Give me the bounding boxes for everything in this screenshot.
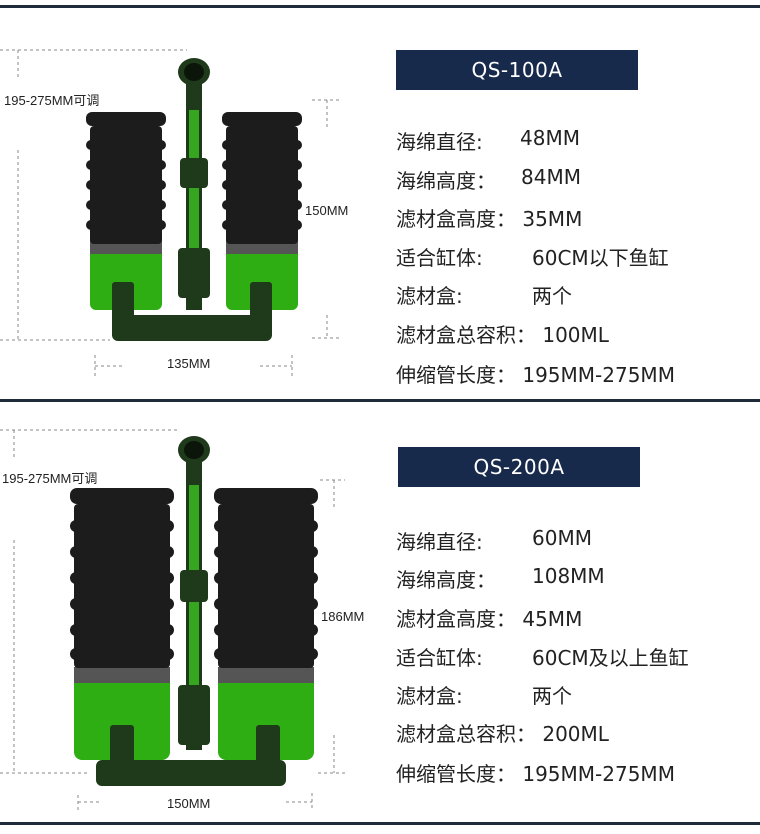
spec-row: 适合缸体: 60CM以下鱼缸: [396, 242, 669, 271]
spec-value: 200ML: [542, 722, 609, 746]
spec-value: 195MM-275MM: [522, 762, 675, 786]
sponge-filter-illustration: [0, 49, 340, 378]
spec-value: 60MM: [532, 526, 592, 550]
spec-row: 海绵直径: 60MM: [396, 526, 592, 555]
spec-label: 伸缩管长度：: [396, 762, 516, 786]
bottom-divider: [0, 822, 760, 825]
spec-label: 滤材盒高度：: [396, 607, 516, 631]
spec-row: 海绵直径: 48MM: [396, 126, 580, 155]
model-banner: QS-100A: [396, 50, 638, 90]
sponge-filter-illustration: [0, 429, 345, 810]
spec-label: 适合缸体:: [396, 646, 483, 670]
spec-value: 两个: [532, 284, 572, 308]
spec-label: 海绵高度：: [396, 568, 496, 592]
spec-row: 海绵高度： 108MM: [396, 564, 605, 593]
spec-label: 滤材盒:: [396, 684, 463, 708]
spec-label: 滤材盒高度：: [396, 207, 516, 231]
top-divider: [0, 5, 760, 8]
spec-row: 滤材盒: 两个: [396, 280, 572, 309]
spec-label: 海绵高度：: [396, 169, 496, 193]
dim-sponge-height: 186MM: [321, 609, 365, 624]
spec-value: 60CM及以上鱼缸: [532, 646, 689, 670]
dim-total-height: 195-275MM可调: [4, 93, 100, 108]
model-banner: QS-200A: [398, 447, 640, 487]
spec-row: 滤材盒总容积： 200ML: [396, 718, 609, 747]
spec-row: 滤材盒总容积： 100ML: [396, 319, 609, 348]
spec-row: 滤材盒高度： 45MM: [396, 603, 582, 632]
spec-label: 伸缩管长度：: [396, 363, 516, 387]
spec-row: 伸缩管长度： 195MM-275MM: [396, 359, 675, 388]
spec-value: 195MM-275MM: [522, 363, 675, 387]
dim-width: 150MM: [167, 796, 211, 811]
spec-value: 48MM: [520, 126, 580, 150]
dim-width: 135MM: [167, 356, 211, 371]
spec-label: 滤材盒总容积：: [396, 722, 536, 746]
spec-label: 适合缸体:: [396, 246, 483, 270]
spec-value: 60CM以下鱼缸: [532, 246, 669, 270]
spec-value: 84MM: [521, 165, 581, 189]
section-divider: [0, 399, 760, 402]
dim-sponge-height: 150MM: [305, 203, 349, 218]
spec-label: 海绵直径:: [396, 130, 483, 154]
spec-value: 45MM: [522, 607, 583, 631]
spec-row: 滤材盒高度： 35MM: [396, 203, 582, 232]
spec-label: 滤材盒:: [396, 284, 463, 308]
spec-value: 35MM: [522, 207, 583, 231]
dim-total-height: 195-275MM可调: [2, 471, 98, 486]
spec-value: 108MM: [532, 564, 605, 588]
spec-row: 伸缩管长度： 195MM-275MM: [396, 758, 675, 787]
spec-label: 海绵直径:: [396, 530, 483, 554]
spec-row: 滤材盒: 两个: [396, 680, 572, 709]
spec-value: 两个: [532, 684, 572, 708]
spec-value: 100ML: [542, 323, 609, 347]
spec-row: 海绵高度： 84MM: [396, 165, 581, 194]
spec-row: 适合缸体: 60CM及以上鱼缸: [396, 642, 689, 671]
spec-label: 滤材盒总容积：: [396, 323, 536, 347]
